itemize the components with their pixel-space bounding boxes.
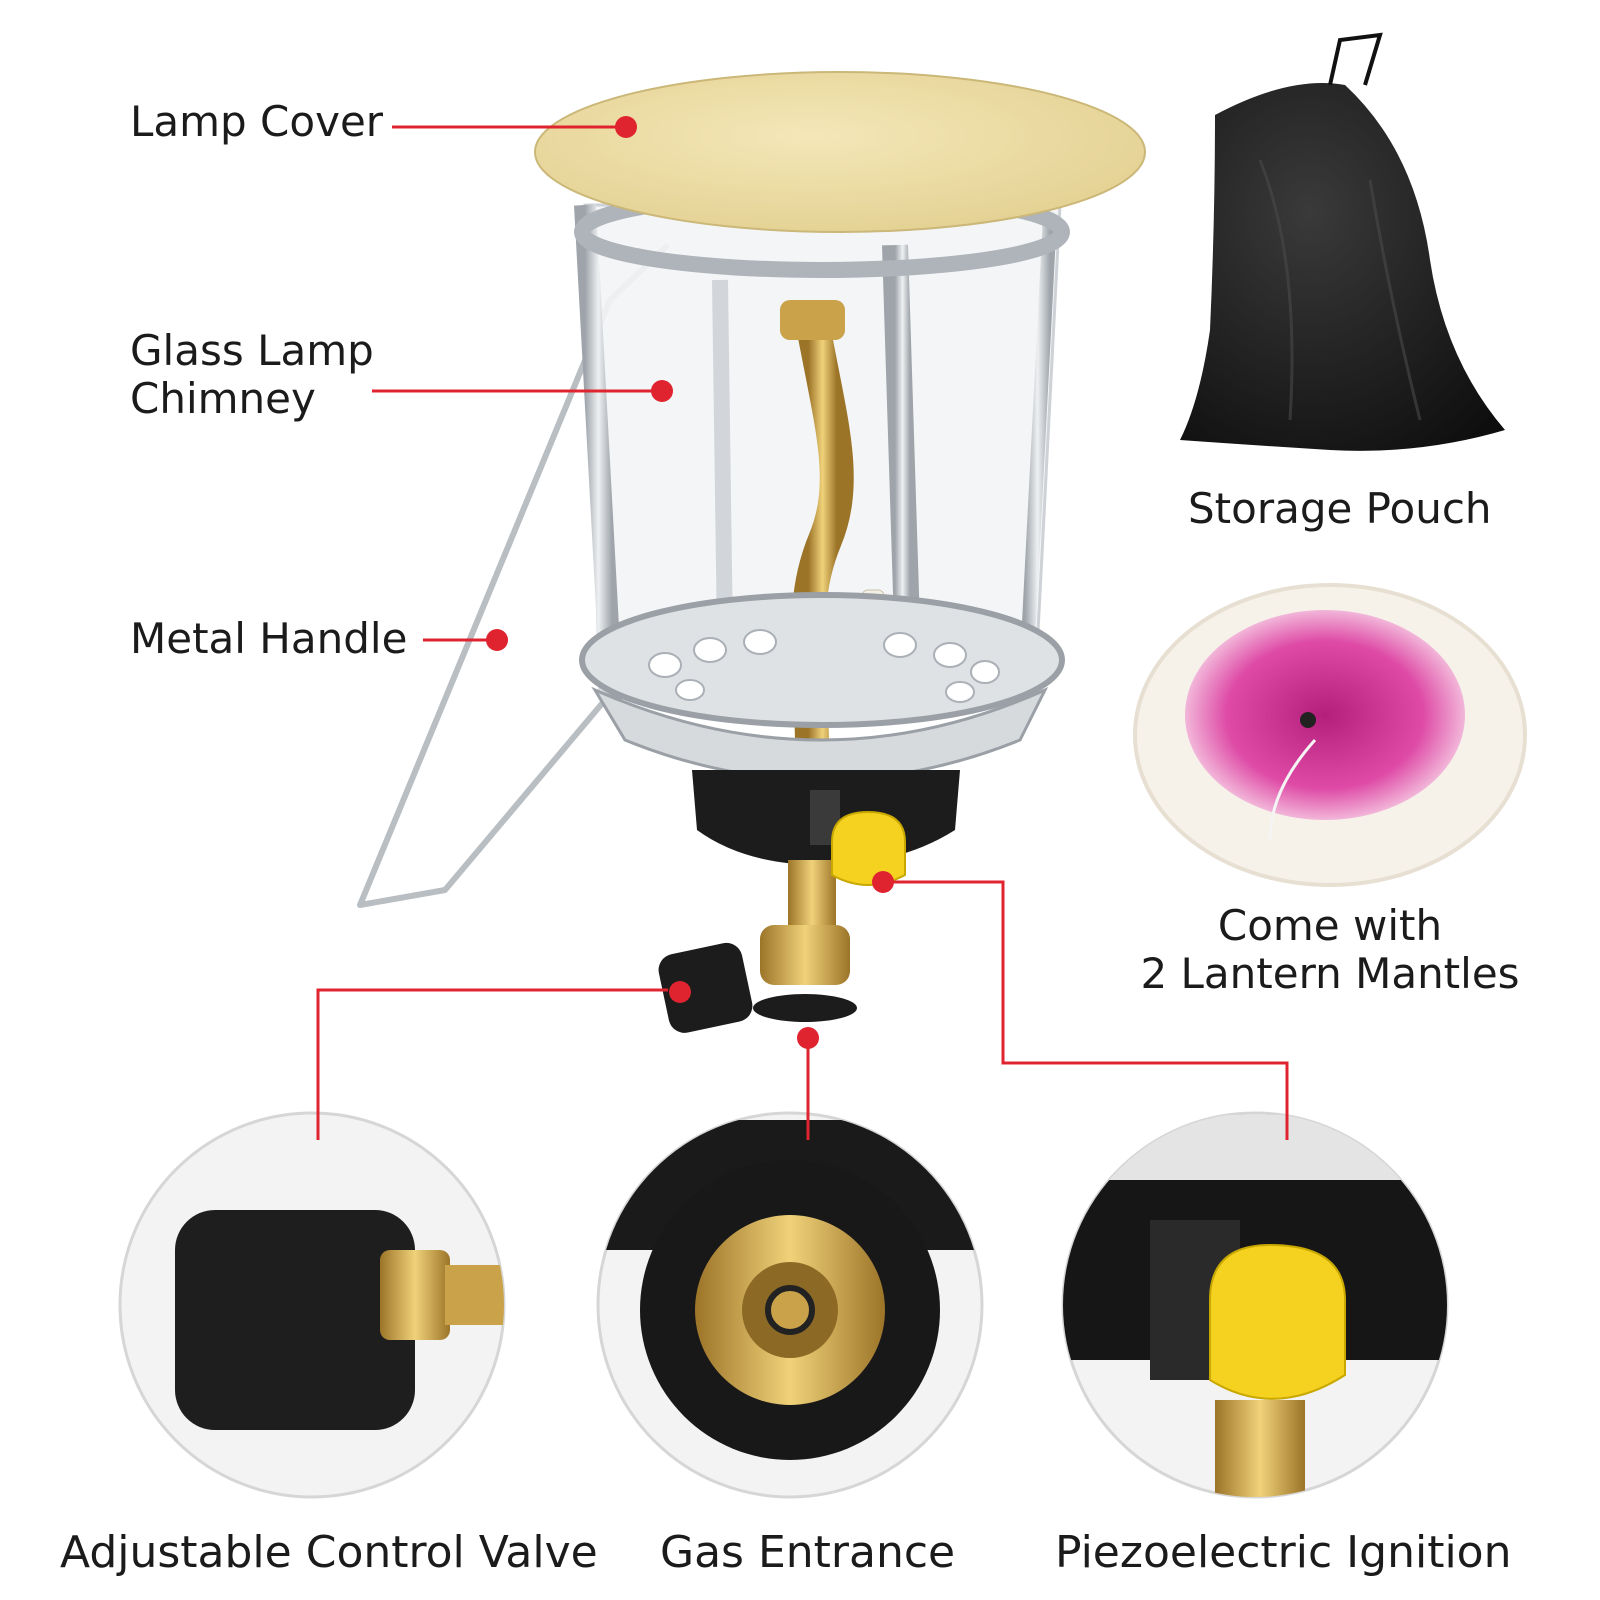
callout-dot-glass-chimney bbox=[651, 380, 673, 402]
callout-lines bbox=[316, 125, 1289, 1140]
valve-stem bbox=[788, 860, 836, 925]
valve-body bbox=[760, 925, 850, 985]
storage-pouch bbox=[1180, 32, 1505, 451]
tray-holes bbox=[648, 629, 1000, 703]
lantern bbox=[357, 71, 1146, 1033]
callout-dot-control-valve bbox=[669, 981, 691, 1003]
callout-dots bbox=[486, 116, 894, 1049]
control-knob bbox=[658, 942, 753, 1033]
label-control-valve: Adjustable Control Valve bbox=[60, 1527, 598, 1578]
label-lamp-cover: Lamp Cover bbox=[130, 97, 384, 146]
callout-dot-piezo-ignition bbox=[872, 871, 894, 893]
label-gas-entrance: Gas Entrance bbox=[660, 1527, 956, 1578]
callout-line-piezo-ignition bbox=[883, 880, 1289, 1140]
label-metal-handle: Metal Handle bbox=[130, 614, 408, 663]
detail-circle-gas-entrance bbox=[596, 1111, 984, 1499]
lamp-cover bbox=[534, 71, 1146, 233]
callout-line-control-valve bbox=[316, 988, 668, 1140]
callout-dot-metal-handle bbox=[486, 629, 508, 651]
label-storage-pouch: Storage Pouch bbox=[1188, 484, 1492, 533]
frame-bar-left bbox=[574, 204, 623, 701]
brass-nozzle bbox=[780, 300, 845, 340]
label-piezo-ignition: Piezoelectric Ignition bbox=[1055, 1527, 1512, 1578]
frame-bar-right bbox=[1018, 214, 1057, 701]
ignition-button bbox=[831, 810, 906, 886]
label-mantles-line1: Come with bbox=[1217, 901, 1443, 950]
gas-inlet-ring bbox=[753, 994, 857, 1022]
callout-dot-lamp-cover bbox=[615, 116, 637, 138]
callout-dot-gas-entrance bbox=[797, 1027, 819, 1049]
label-mantles-line2: 2 Lantern Mantles bbox=[1140, 949, 1520, 998]
frame-bar-inner bbox=[712, 279, 733, 641]
label-glass-chimney-line2: Chimney bbox=[130, 374, 316, 423]
lantern-mantle bbox=[1133, 583, 1527, 887]
label-glass-chimney-line1: Glass Lamp bbox=[130, 326, 374, 375]
detail-circle-control-valve bbox=[118, 1111, 506, 1499]
detail-circle-piezo-ignition bbox=[1061, 1111, 1449, 1499]
